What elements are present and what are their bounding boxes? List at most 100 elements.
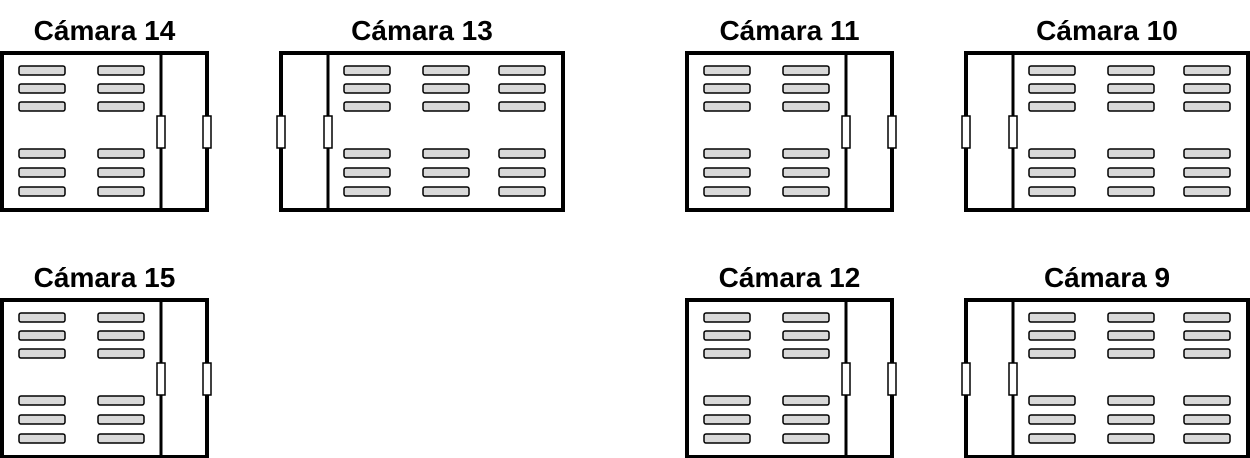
room-title: Cámara 11 [719, 15, 859, 46]
shelf-rack [703, 186, 751, 197]
shelf-rack [782, 414, 830, 425]
outer-door [202, 115, 212, 149]
shelf-rack [1107, 312, 1155, 323]
shelf-rack [782, 148, 830, 159]
shelf-rack [782, 65, 830, 76]
shelf-rack [1028, 101, 1076, 112]
shelf-rack [422, 148, 470, 159]
shelf-rack [343, 65, 391, 76]
inner-door [323, 115, 333, 149]
shelf-rack [1107, 433, 1155, 444]
shelf-rack [782, 167, 830, 178]
shelf-rack [18, 167, 66, 178]
inner-door [156, 115, 166, 149]
shelf-rack [1028, 65, 1076, 76]
room-c13: Cámara 13 [276, 15, 565, 212]
shelf-rack [1107, 348, 1155, 359]
shelf-rack [97, 167, 145, 178]
shelf-rack [18, 101, 66, 112]
shelf-rack [97, 414, 145, 425]
shelf-rack [18, 348, 66, 359]
shelf-rack [782, 186, 830, 197]
shelf-rack [343, 148, 391, 159]
room-title: Cámara 10 [1036, 15, 1178, 46]
shelf-rack [1183, 348, 1231, 359]
shelf-rack [703, 65, 751, 76]
room-title: Cámara 14 [34, 15, 176, 46]
shelf-rack [1183, 414, 1231, 425]
shelf-rack [498, 65, 546, 76]
shelf-rack [1183, 330, 1231, 341]
room-title: Cámara 15 [34, 262, 176, 293]
inner-door [156, 362, 166, 396]
shelf-rack [18, 186, 66, 197]
shelf-rack [703, 395, 751, 406]
shelf-rack [343, 83, 391, 94]
shelf-rack [422, 167, 470, 178]
shelf-rack [97, 395, 145, 406]
inner-door [1008, 362, 1018, 396]
shelf-rack [498, 167, 546, 178]
shelf-rack [1028, 312, 1076, 323]
shelf-rack [18, 312, 66, 323]
shelf-rack [1183, 101, 1231, 112]
room-title: Cámara 13 [351, 15, 493, 46]
shelf-rack [422, 101, 470, 112]
shelf-rack [703, 330, 751, 341]
shelf-rack [18, 65, 66, 76]
shelf-rack [782, 433, 830, 444]
shelf-rack [1107, 414, 1155, 425]
shelf-rack [1107, 167, 1155, 178]
shelf-rack [1183, 395, 1231, 406]
shelf-rack [422, 65, 470, 76]
shelf-rack [18, 330, 66, 341]
shelf-rack [1028, 330, 1076, 341]
shelf-rack [1183, 312, 1231, 323]
shelf-rack [97, 148, 145, 159]
shelf-rack [1107, 148, 1155, 159]
shelf-rack [498, 101, 546, 112]
shelf-rack [1028, 148, 1076, 159]
shelf-rack [1107, 101, 1155, 112]
room-c15: Cámara 15 [0, 262, 212, 458]
inner-door [841, 115, 851, 149]
shelf-rack [1183, 186, 1231, 197]
shelf-rack [97, 186, 145, 197]
inner-door [1008, 115, 1018, 149]
shelf-rack [97, 101, 145, 112]
shelf-rack [343, 101, 391, 112]
shelf-rack [18, 414, 66, 425]
shelf-rack [1183, 65, 1231, 76]
room-c12: Cámara 12 [685, 262, 897, 458]
shelf-rack [1028, 433, 1076, 444]
shelf-rack [343, 167, 391, 178]
shelf-rack [498, 83, 546, 94]
shelf-rack [1107, 330, 1155, 341]
shelf-rack [703, 101, 751, 112]
shelf-rack [1183, 433, 1231, 444]
shelf-rack [422, 83, 470, 94]
room-c9: Cámara 9 [961, 262, 1250, 458]
shelf-rack [782, 312, 830, 323]
shelf-rack [97, 348, 145, 359]
room-c10: Cámara 10 [961, 15, 1250, 212]
shelf-rack [1107, 186, 1155, 197]
shelf-rack [703, 433, 751, 444]
room-title: Cámara 9 [1044, 262, 1170, 293]
shelf-rack [1028, 83, 1076, 94]
shelf-rack [703, 414, 751, 425]
shelf-rack [703, 167, 751, 178]
inner-door [841, 362, 851, 396]
shelf-rack [703, 83, 751, 94]
outer-door [961, 115, 971, 149]
shelf-rack [97, 330, 145, 341]
shelf-rack [18, 395, 66, 406]
shelf-rack [703, 348, 751, 359]
outer-door [887, 362, 897, 396]
outer-door [276, 115, 286, 149]
shelf-rack [782, 83, 830, 94]
shelf-rack [498, 186, 546, 197]
outer-door [887, 115, 897, 149]
shelf-rack [782, 101, 830, 112]
